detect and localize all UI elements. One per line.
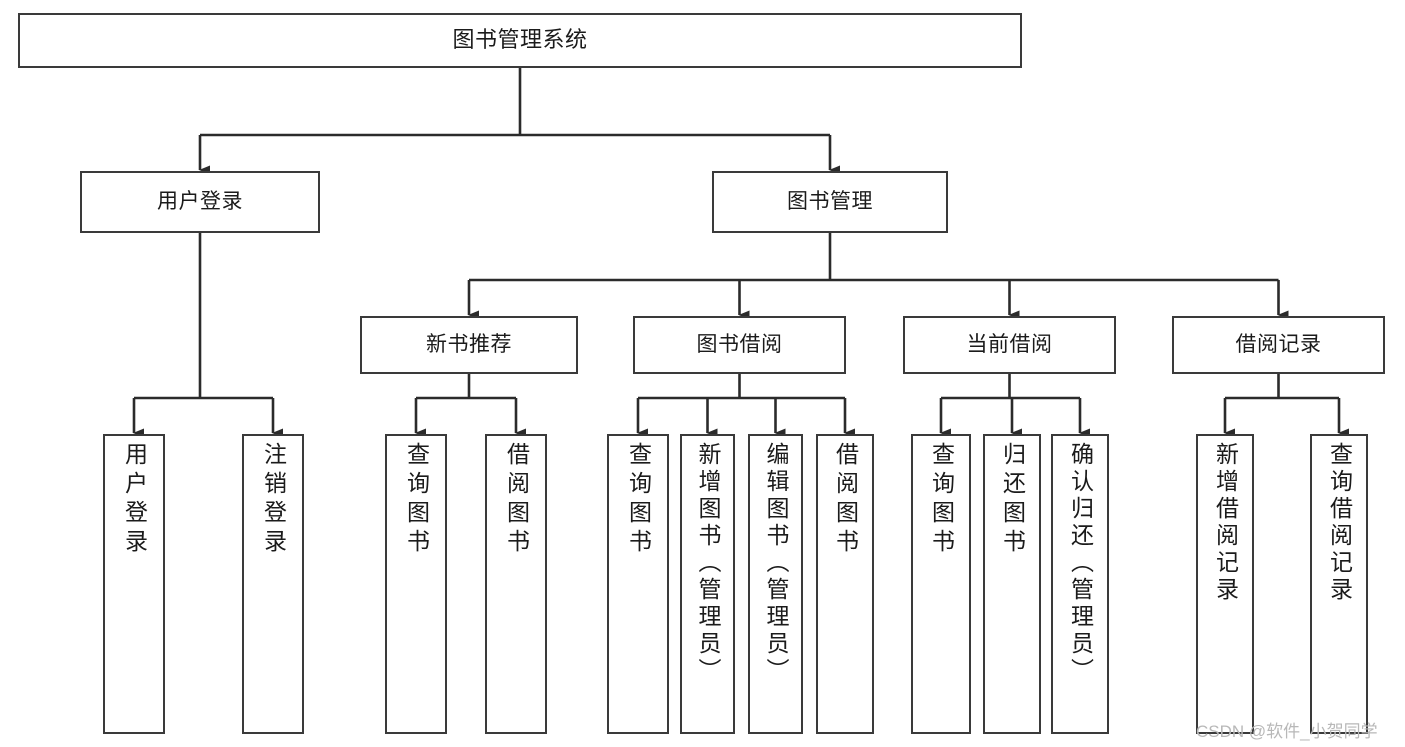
node-user-login[interactable]: 用户登录 [80, 171, 320, 233]
leaf-borrow-book[interactable]: 借阅图书 [816, 434, 874, 734]
node-root[interactable]: 图书管理系统 [18, 13, 1022, 68]
leaf-query-book-current-label: 查询图书 [928, 442, 955, 558]
leaf-query-book-recommend-label: 查询图书 [403, 442, 430, 558]
leaf-add-borrow-record-label: 新增借阅记录 [1212, 442, 1239, 604]
node-borrow-record-label: 借阅记录 [1235, 333, 1322, 357]
csdn-watermark: CSDN @软件_小贺同学 [1196, 722, 1378, 741]
leaf-query-borrow-record-label: 查询借阅记录 [1326, 442, 1353, 604]
leaf-confirm-return[interactable]: 确认归还（管理员） [1051, 434, 1109, 734]
leaf-query-book-current[interactable]: 查询图书 [911, 434, 971, 734]
node-book-manage[interactable]: 图书管理 [712, 171, 948, 233]
leaf-edit-book-label: 编辑图书（管理员） [763, 442, 789, 685]
node-book-borrow[interactable]: 图书借阅 [633, 316, 846, 374]
node-book-manage-label: 图书管理 [787, 190, 873, 214]
leaf-query-book-borrow[interactable]: 查询图书 [607, 434, 669, 734]
leaf-return-book[interactable]: 归还图书 [983, 434, 1041, 734]
leaf-add-book-label: 新增图书（管理员） [695, 442, 721, 685]
leaf-borrow-book-recommend[interactable]: 借阅图书 [485, 434, 547, 734]
leaf-query-borrow-record[interactable]: 查询借阅记录 [1310, 434, 1368, 734]
node-current-borrow-label: 当前借阅 [966, 333, 1053, 357]
leaf-edit-book[interactable]: 编辑图书（管理员） [748, 434, 803, 734]
leaf-logout[interactable]: 注销登录 [242, 434, 304, 734]
node-book-borrow-label: 图书借阅 [696, 333, 783, 357]
node-current-borrow[interactable]: 当前借阅 [903, 316, 1116, 374]
leaf-add-borrow-record[interactable]: 新增借阅记录 [1196, 434, 1254, 734]
leaf-borrow-book-recommend-label: 借阅图书 [503, 442, 530, 558]
node-new-book-recommend[interactable]: 新书推荐 [360, 316, 578, 374]
leaf-query-book-recommend[interactable]: 查询图书 [385, 434, 447, 734]
leaf-logout-label: 注销登录 [260, 442, 287, 558]
node-user-login-label: 用户登录 [157, 190, 243, 214]
node-borrow-record[interactable]: 借阅记录 [1172, 316, 1385, 374]
leaf-query-book-borrow-label: 查询图书 [625, 442, 652, 558]
leaf-add-book[interactable]: 新增图书（管理员） [680, 434, 735, 734]
leaf-user-login-label: 用户登录 [121, 442, 148, 558]
node-new-book-recommend-label: 新书推荐 [426, 333, 512, 357]
leaf-borrow-book-label: 借阅图书 [832, 442, 859, 558]
leaf-confirm-return-label: 确认归还（管理员） [1067, 442, 1094, 685]
leaf-user-login[interactable]: 用户登录 [103, 434, 165, 734]
node-root-label: 图书管理系统 [452, 27, 588, 53]
leaf-return-book-label: 归还图书 [999, 442, 1026, 558]
